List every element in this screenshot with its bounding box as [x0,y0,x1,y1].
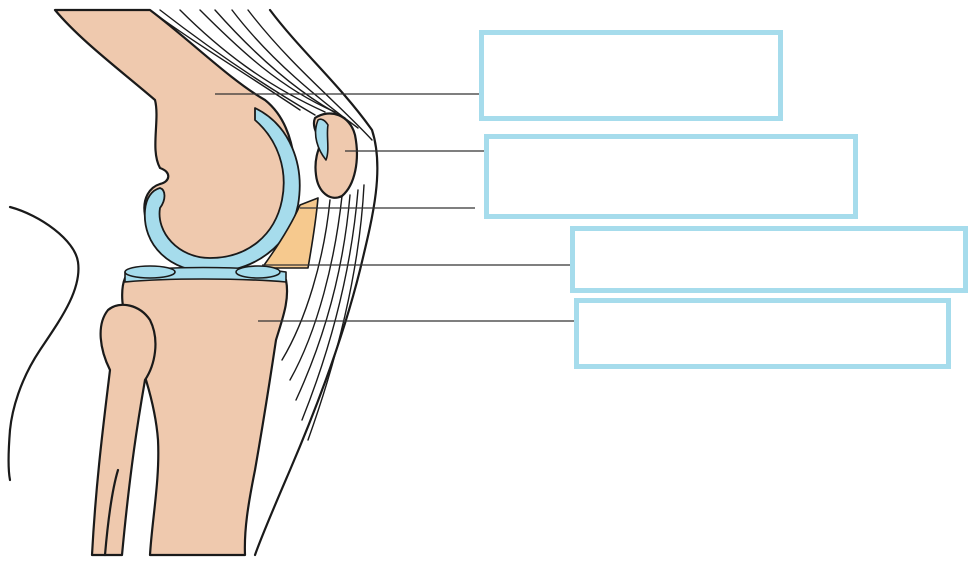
label-box-2[interactable] [484,134,858,219]
thigh-skin-outline [10,207,78,430]
label-box-3[interactable] [570,226,968,293]
label-box-4[interactable] [574,298,951,369]
label-box-1[interactable] [479,30,783,121]
fibula [92,305,155,555]
meniscus-right [236,266,280,278]
meniscus-left [125,266,175,278]
calf-skin-outline [9,430,11,480]
femur [55,10,295,266]
